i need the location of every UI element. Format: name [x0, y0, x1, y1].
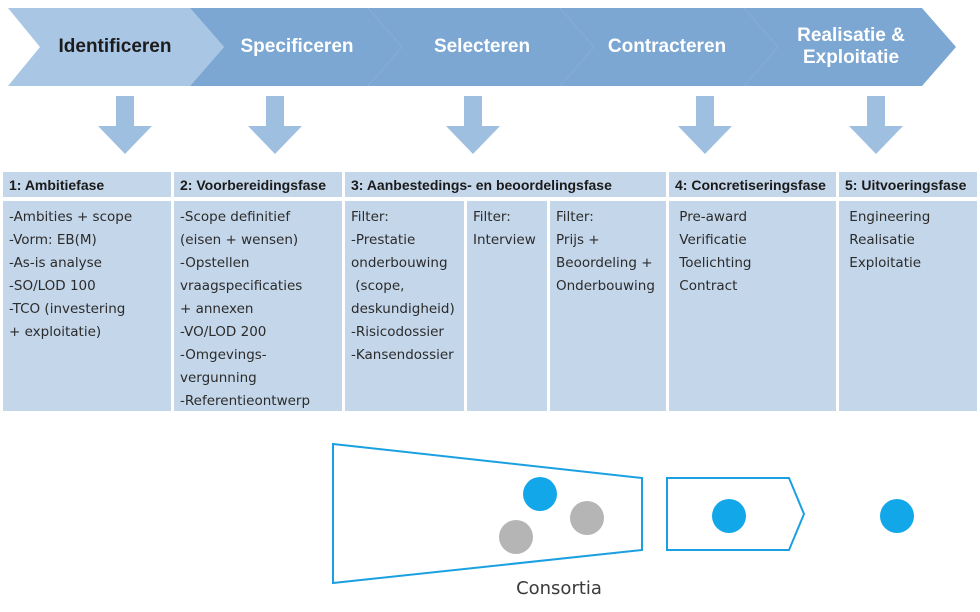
list-item: Contract [675, 278, 738, 294]
phase-chevron-specificeren [190, 8, 402, 86]
list-item: Realisatie [845, 232, 915, 248]
list-item: -VO/LOD 200 [180, 324, 267, 340]
phase-label-specificeren: Specificeren [240, 36, 354, 57]
list-item: (scope, [351, 278, 405, 294]
list-item: -Prestatie [351, 232, 416, 248]
selection-funnel [332, 442, 643, 585]
list-item: Verificatie [675, 232, 747, 248]
column-body-uitvoeringsfase: Engineering Realisatie Exploitatie [839, 201, 977, 411]
column-header-ambitiefase: 1: Ambitiefase [3, 172, 171, 199]
list-item: Pre-award [675, 209, 748, 225]
list-item: (eisen + wensen) [180, 232, 299, 248]
list-item: Engineering [845, 209, 931, 225]
list-item: Beoordeling + [556, 255, 653, 271]
phase-chevron-selecteren [368, 8, 594, 86]
list-item: Toelichting [675, 255, 752, 271]
list-item: Filter: [351, 209, 389, 225]
list-item: -TCO (investering [9, 301, 126, 317]
column-body-concretiseringsfase: Pre-award Verificatie Toelichting Contra… [669, 201, 836, 411]
down-arrow [678, 96, 732, 154]
column-header-voorbereidingsfase: 2: Voorbereidingsfase [174, 172, 342, 199]
list-item: -Opstellen [180, 255, 250, 271]
list-item: + annexen [180, 301, 254, 317]
list-item: -Omgevings- [180, 347, 267, 363]
consortia-label: Consortia [516, 578, 602, 599]
list-item: Filter: [556, 209, 594, 225]
consortium-dot-realisation [880, 499, 914, 533]
phase-label-selecteren: Selecteren [433, 36, 531, 57]
down-arrow [248, 96, 302, 154]
list-item: -Ambities + scope [9, 209, 133, 225]
list-item: -Risicodossier [351, 324, 444, 340]
column-header-uitvoeringsfase: 5: Uitvoeringsfase [839, 172, 977, 199]
phase-chevron-contracteren [560, 8, 778, 86]
column-header-aanbestedingsfase: 3: Aanbestedings- en beoordelingsfase [345, 172, 666, 199]
phase-chevron-realisatie [744, 8, 956, 86]
column-body-filter-prijs: Filter: Prijs + Beoordeling + Onderbouwi… [550, 201, 666, 411]
column-body-filter-prestatie: Filter: -Prestatie onderbouwing (scope, … [345, 201, 464, 411]
down-arrow [98, 96, 152, 154]
list-item: -Scope definitief [180, 209, 291, 225]
list-item: vraagspecificaties [180, 278, 303, 294]
column-body-ambitiefase: -Ambities + scope -Vorm: EB(M) -As-is an… [3, 201, 171, 411]
down-arrow [849, 96, 903, 154]
list-item: deskundigheid) [351, 301, 455, 317]
phase-label-identificeren: Identificeren [58, 36, 172, 57]
column-header-concretiseringsfase: 4: Concretiseringsfase [669, 172, 836, 199]
consortium-dot-rejected [570, 501, 604, 535]
column-body-filter-interview: Filter: Interview [467, 201, 547, 411]
consortium-dot-selected [523, 477, 557, 511]
list-item: Interview [473, 232, 536, 248]
phase-label-contracteren: Contracteren [607, 36, 727, 57]
contract-pentagon [666, 477, 806, 551]
list-item: -As-is analyse [9, 255, 102, 271]
list-item: -Referentieontwerp [180, 393, 311, 409]
list-item: vergunning [180, 370, 257, 386]
list-item: -Vorm: EB(M) [9, 232, 97, 248]
phase-label-realisatie: Realisatie & Exploitatie [797, 25, 905, 68]
list-item: Exploitatie [845, 255, 922, 271]
list-item: -Kansendossier [351, 347, 454, 363]
phase-chevron-identificeren [8, 8, 224, 86]
list-item: onderbouwing [351, 255, 448, 271]
column-body-voorbereidingsfase: -Scope definitief (eisen + wensen) -Opst… [174, 201, 342, 411]
list-item: Filter: [473, 209, 511, 225]
consortium-dot-contracted [712, 499, 746, 533]
list-item: Prijs + [556, 232, 600, 248]
list-item: -SO/LOD 100 [9, 278, 96, 294]
down-arrow [446, 96, 500, 154]
list-item: Onderbouwing [556, 278, 655, 294]
list-item: + exploitatie) [9, 324, 102, 340]
consortium-dot-rejected [499, 520, 533, 554]
